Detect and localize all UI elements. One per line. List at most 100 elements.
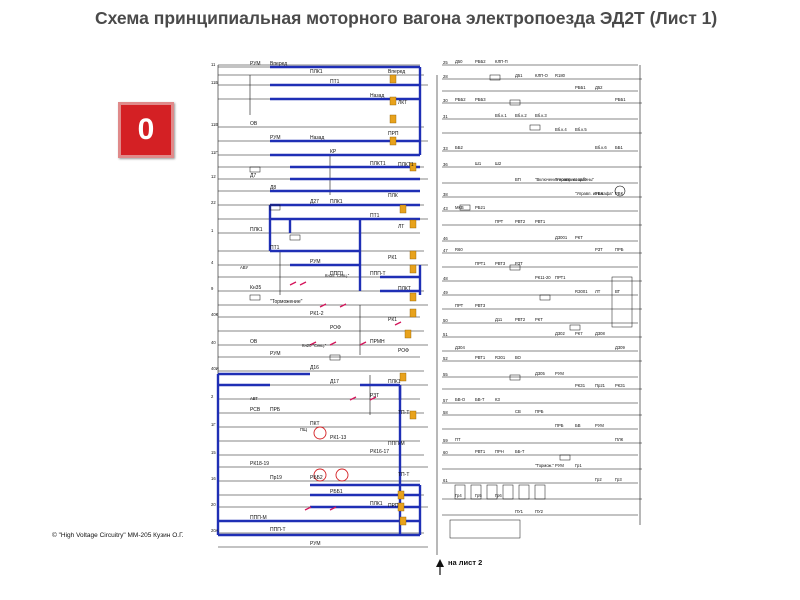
component-label: ВП <box>515 177 521 182</box>
component-label: РУМ <box>270 351 281 357</box>
relay-contact <box>404 329 412 339</box>
component-label: Д3001 <box>555 235 568 240</box>
highlighted-contact <box>313 426 327 440</box>
component-label: РКЗ1 <box>615 383 626 388</box>
wire-number: 25 <box>443 60 448 65</box>
slide-title: Схема принципиальная моторного вагона эл… <box>95 8 718 28</box>
component-label: "Торможение" <box>270 299 303 305</box>
component-label: ППП-Т <box>270 527 286 533</box>
component-label: Гр4 <box>455 493 462 498</box>
component-label: ОВ <box>250 339 258 345</box>
component-box <box>509 99 521 106</box>
relay-contact <box>399 516 407 526</box>
component-label: РУМ <box>555 463 564 468</box>
component-label: РКТ <box>575 235 583 240</box>
component-label: РК16-17 <box>370 449 389 455</box>
component-label: Д16 <box>310 365 319 371</box>
next-sheet-label: на лист 2 <box>448 558 482 567</box>
component-label: Пр21 <box>595 383 606 388</box>
relay-contact <box>409 219 417 229</box>
component-label: ЛКТ <box>398 100 407 106</box>
component-label: ПРН <box>495 449 504 454</box>
motor-icon <box>614 185 626 197</box>
component-label: РЗТ <box>515 261 523 266</box>
wire-number: 58 <box>443 410 448 415</box>
component-label: Гр6 <box>495 493 502 498</box>
component-label: Д305 <box>535 371 545 376</box>
component-label: R180 <box>555 73 566 78</box>
component-label: РББ1 <box>615 97 626 102</box>
component-label: ППП-Т <box>370 271 386 277</box>
component-label: ПЛК1 <box>250 227 263 233</box>
component-label: ППП1 <box>330 271 344 277</box>
fuse-box <box>502 484 514 500</box>
wire-number: 38 <box>443 192 448 197</box>
wire-number: 22 <box>211 200 216 205</box>
component-label: Д50 <box>455 59 463 64</box>
component-label: Гр2 <box>595 477 602 482</box>
wire-number: 36 <box>443 162 448 167</box>
component-label: РБ21 <box>475 205 486 210</box>
relay-contact <box>399 204 407 214</box>
wire-number: 30 <box>443 98 448 103</box>
relay-contact <box>397 490 405 500</box>
component-label: Вб.к.4 <box>555 127 567 132</box>
component-box <box>559 454 571 461</box>
wire-number: 40 <box>211 340 216 345</box>
component-label: ПРТ1 <box>475 261 486 266</box>
slide-number-badge: 0 <box>118 102 174 158</box>
relay-contact <box>389 74 397 84</box>
wire-number: 2 <box>211 394 214 399</box>
fuse-box <box>518 484 530 500</box>
wire-number: 40И <box>211 366 219 371</box>
component-label: ТП-Т <box>398 472 409 478</box>
component-label: РК1 <box>388 255 397 261</box>
component-label: ПРБ <box>535 409 544 414</box>
relay-contact <box>409 292 417 302</box>
component-label: Д308 <box>595 331 605 336</box>
relay-box <box>611 276 633 328</box>
component-label: ПРМН <box>370 339 385 345</box>
component-label: Пр19 <box>270 475 282 481</box>
component-label: КЛП-О <box>535 73 549 78</box>
contact-mark <box>319 303 327 308</box>
component-label: РВТ1 <box>475 355 486 360</box>
relay-contact <box>399 372 407 382</box>
component-label: ПЛКТ1 <box>370 161 386 167</box>
wire-number: 49 <box>443 290 448 295</box>
component-box <box>489 74 501 81</box>
component-label: РВТ1 <box>535 219 546 224</box>
component-label: Назад <box>310 135 324 141</box>
relay-box <box>449 519 521 539</box>
wire-number: 48 <box>443 276 448 281</box>
component-label: Вперед <box>270 61 287 67</box>
component-label: РК1 <box>388 317 397 323</box>
component-label: РЗТ <box>370 393 379 399</box>
component-box <box>249 166 261 173</box>
component-label: РББ3 <box>475 97 486 102</box>
component-label: "Включение компрессора" <box>535 177 587 182</box>
wire-number: 20А <box>211 528 219 533</box>
component-label: РК7 <box>575 331 583 336</box>
wire-number: 28 <box>443 74 448 79</box>
component-label: РББ2 <box>475 59 486 64</box>
component-label: Д52 <box>595 85 603 90</box>
component-label: R60 <box>455 247 463 252</box>
component-label: РВТ3 <box>475 303 486 308</box>
relay-contact <box>389 136 397 146</box>
component-label: Д11 <box>495 317 503 322</box>
component-label: Вб.к.2 <box>515 113 527 118</box>
component-label: ПЛК <box>388 193 398 199</box>
component-label: RЗ001 <box>575 289 588 294</box>
component-label: РВТ1 <box>475 449 486 454</box>
component-label: ПРТ1 <box>555 275 566 280</box>
wire-number: 11Г <box>211 150 218 155</box>
component-label: ПТ1 <box>270 245 280 251</box>
relay-contact <box>389 96 397 106</box>
component-label: РВТ3 <box>495 261 506 266</box>
wire-number: 52 <box>443 356 448 361</box>
wire-number: 4 <box>211 260 214 265</box>
wire-number: 11Б <box>211 80 218 85</box>
component-box <box>509 374 521 381</box>
component-label: РСВ <box>250 407 261 413</box>
